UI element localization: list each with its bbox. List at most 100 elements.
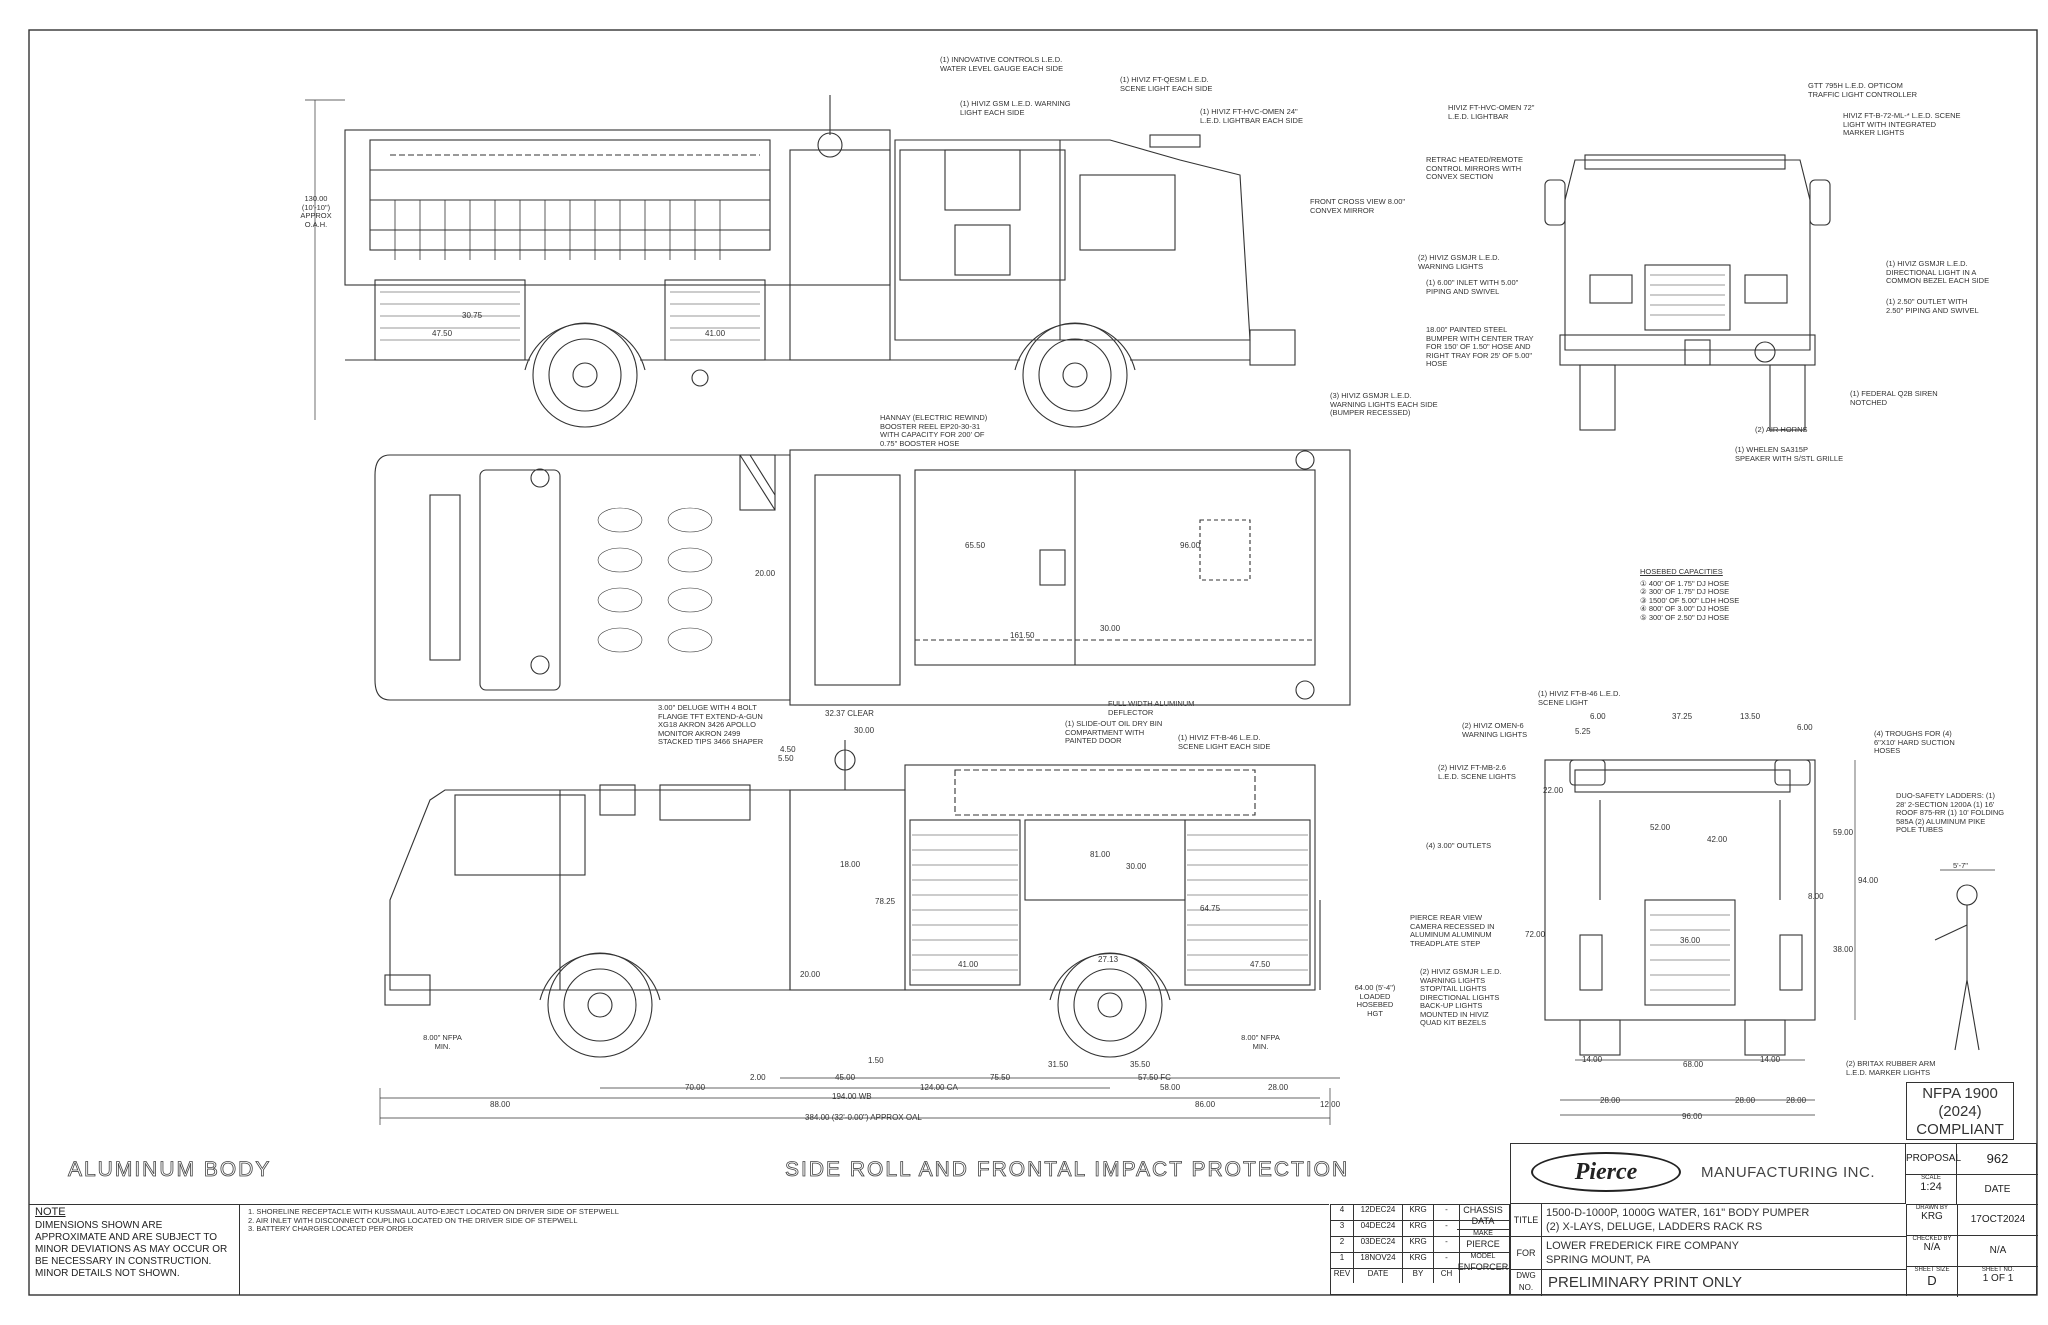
dim-label: 6.00: [1590, 712, 1606, 721]
checked-label: CHECKED BY: [1912, 1236, 1952, 1242]
note-item: 1. SHORELINE RECEPTACLE WITH KUSSMAUL AU…: [248, 1207, 619, 1216]
dim-label: 78.25: [875, 897, 896, 906]
rear-view: [1544, 759, 1995, 1116]
for-line-2: SPRING MOUNT, PA: [1546, 1254, 1651, 1266]
dim-label: 35.50: [1130, 1060, 1151, 1069]
drawn-cell: DRAWN BY KRG: [1907, 1205, 1958, 1235]
height-label: 130.00 (10'-10") APPROX O.A.H.: [300, 194, 332, 229]
callout-deluge: 3.00" DELUGE WITH 4 BOLT FLANGE TFT EXTE…: [658, 703, 764, 746]
dim-label: 18.00: [840, 860, 861, 869]
dim-label: 37.25: [1672, 712, 1693, 721]
dim-label: 27.13: [1098, 955, 1119, 964]
proposal-area: PROPOSAL 962 SCALE 1:24 DATE: [1906, 1144, 2038, 1205]
sheet-no: 1 OF 1: [1982, 1273, 2014, 1284]
logo-row: Pierce MANUFACTURING INC.: [1511, 1144, 1906, 1204]
dim-label: 96.00: [1682, 1112, 1703, 1121]
sheet-size: D: [1927, 1273, 1937, 1288]
rev-number: 3: [1331, 1221, 1354, 1236]
side-view-top: [305, 95, 1296, 428]
dim-label: 13.50: [1740, 712, 1761, 721]
revision-header-row: REV DATE BY CH: [1331, 1269, 1509, 1283]
company-name: MANUFACTURING INC.: [1701, 1164, 1875, 1181]
title-line-1: 1500-D-1000P, 1000G WATER, 161" BODY PUM…: [1546, 1207, 1810, 1219]
sheet-no-label: SHEET NO.: [1981, 1267, 2015, 1273]
callout-rear-lights: (2) HIVIZ GSMJR L.E.D. WARNING LIGHTS ST…: [1420, 967, 1502, 1027]
dim-label: 1.50: [868, 1056, 884, 1065]
callout-front-lightbar: HIVIZ FT-HVC-OMEN 72" L.E.D. LIGHTBAR: [1448, 103, 1535, 121]
hosebed-item: ① 400' OF 1.75" DJ HOSE: [1640, 578, 1730, 588]
drawn-date: 17OCT2024: [1970, 1214, 2026, 1225]
scale-cell: SCALE 1:24: [1906, 1175, 1957, 1205]
drawn-label: DRAWN BY: [1915, 1205, 1949, 1211]
for-text: LOWER FREDERICK FIRE COMPANY SPRING MOUN…: [1542, 1237, 1906, 1269]
callout-outlet-250: (1) 2.50" OUTLET WITH 2.50" PIPING AND S…: [1886, 297, 1979, 315]
title-rows: TITLE 1500-D-1000P, 1000G WATER, 161" BO…: [1511, 1204, 1906, 1296]
dim-label: 47.50: [432, 329, 453, 338]
checked-cell: CHECKED BY N/A: [1907, 1236, 1958, 1266]
dim-label: 64.75: [1200, 904, 1221, 913]
rev-header: BY: [1403, 1269, 1434, 1283]
title-label: TITLE: [1511, 1204, 1542, 1236]
dim-label: 28.00: [1735, 1096, 1756, 1105]
rev-number: 2: [1331, 1237, 1354, 1252]
plan-view: [374, 449, 1351, 706]
rev-header: DATE: [1354, 1269, 1403, 1283]
dim-label: 28.00: [1600, 1096, 1621, 1105]
dim-label: 41.00: [958, 960, 979, 969]
dim-label: 36.00: [1680, 936, 1701, 945]
dim-label: 5.50: [778, 754, 794, 763]
callout-water-gauge: (1) INNOVATIVE CONTROLS L.E.D. WATER LEV…: [940, 55, 1064, 73]
callout-britax: (2) BRITAX RUBBER ARM L.E.D. MARKER LIGH…: [1846, 1059, 1936, 1077]
callout-warning-gsm: (1) HIVIZ GSM L.E.D. WARNING LIGHT EACH …: [960, 99, 1071, 117]
rev-header: CH: [1434, 1269, 1460, 1283]
dim-label: 86.00: [1195, 1100, 1216, 1109]
rev-number: 4: [1331, 1205, 1354, 1220]
sheet-size-label: SHEET SIZE: [1914, 1267, 1950, 1273]
dim-label: 12.00: [1320, 1100, 1341, 1109]
notes-label: NOTE: [35, 1206, 66, 1218]
callout-scene-light-qesm: (1) HIVIZ FT-QESM L.E.D. SCENE LIGHT EAC…: [1120, 75, 1213, 93]
callout-retrac-mirrors: RETRAC HEATED/REMOTE CONTROL MIRRORS WIT…: [1426, 155, 1523, 181]
dim-label: 30.00: [1126, 862, 1147, 871]
dim-label: 81.00: [1090, 850, 1111, 859]
dim-label: 96.00: [1180, 541, 1201, 550]
rev-by: KRG: [1403, 1221, 1434, 1236]
sheet-no-cell: SHEET NO. 1 OF 1: [1958, 1267, 2038, 1297]
hosebed-item: ③ 1500' OF 5.00" LDH HOSE: [1640, 595, 1740, 605]
scale-label: SCALE: [1921, 1175, 1941, 1181]
chassis-label: CHASSIS DATA: [1457, 1205, 1509, 1230]
dim-label: 30.75: [462, 311, 483, 320]
callout-ladders: DUO-SAFETY LADDERS: (1) 28' 2-SECTION 12…: [1896, 791, 2005, 834]
rev-number: 1: [1331, 1253, 1354, 1268]
dim-label: 94.00: [1858, 876, 1879, 885]
chassis-column: CHASSIS DATA MAKE PIERCE MODEL ENFORCER: [1457, 1205, 1509, 1294]
dim-label: 28.00: [1268, 1083, 1289, 1092]
nfpa-min-rear: 8.00" NFPA MIN.: [1241, 1033, 1280, 1051]
dim-label: 4.50: [780, 745, 796, 754]
rev-date: 04DEC24: [1354, 1221, 1403, 1236]
dim-label: 14.00: [1582, 1055, 1603, 1064]
rev-date: 12DEC24: [1354, 1205, 1403, 1220]
rev-ch: -: [1434, 1221, 1460, 1236]
nfpa-compliance-box: NFPA 1900 (2024) COMPLIANT: [1906, 1082, 2014, 1140]
dim-label: 30.00: [854, 726, 875, 735]
dim-label: 22.00: [1543, 786, 1564, 795]
callout-outlets-300: (4) 3.00" OUTLETS: [1426, 841, 1492, 850]
front-view: [1544, 154, 1831, 431]
dwg-label: DWG NO.: [1511, 1270, 1542, 1296]
dim-label: 28.00: [1786, 1096, 1807, 1105]
callout-bumper-lights: (3) HIVIZ GSMJR L.E.D. WARNING LIGHTS EA…: [1330, 391, 1438, 417]
rev-date: 03DEC24: [1354, 1237, 1403, 1252]
rev-ch: -: [1434, 1205, 1460, 1220]
callout-scene-b46-rear: (1) HIVIZ FT-B-46 L.E.D. SCENE LIGHT: [1538, 689, 1621, 707]
dim-wheelbase: 194.00 WB: [832, 1092, 872, 1101]
callout-booster-reel: HANNAY (ELECTRIC REWIND) BOOSTER REEL EP…: [880, 413, 988, 448]
callout-marker-scene: HIVIZ FT-B-72-ML-* L.E.D. SCENE LIGHT WI…: [1843, 111, 1961, 137]
dim-label: 20.00: [800, 970, 821, 979]
logo-text: Pierce: [1574, 1159, 1638, 1185]
rev-date: 18NOV24: [1354, 1253, 1403, 1268]
callout-deflector: FULL WIDTH ALUMINUM DEFLECTOR: [1108, 699, 1195, 717]
revision-row: 4 12DEC24 KRG -: [1331, 1205, 1509, 1221]
hosebed-item: ② 300' OF 1.75" DJ HOSE: [1640, 587, 1730, 596]
dim-label: 58.00: [1160, 1083, 1181, 1092]
